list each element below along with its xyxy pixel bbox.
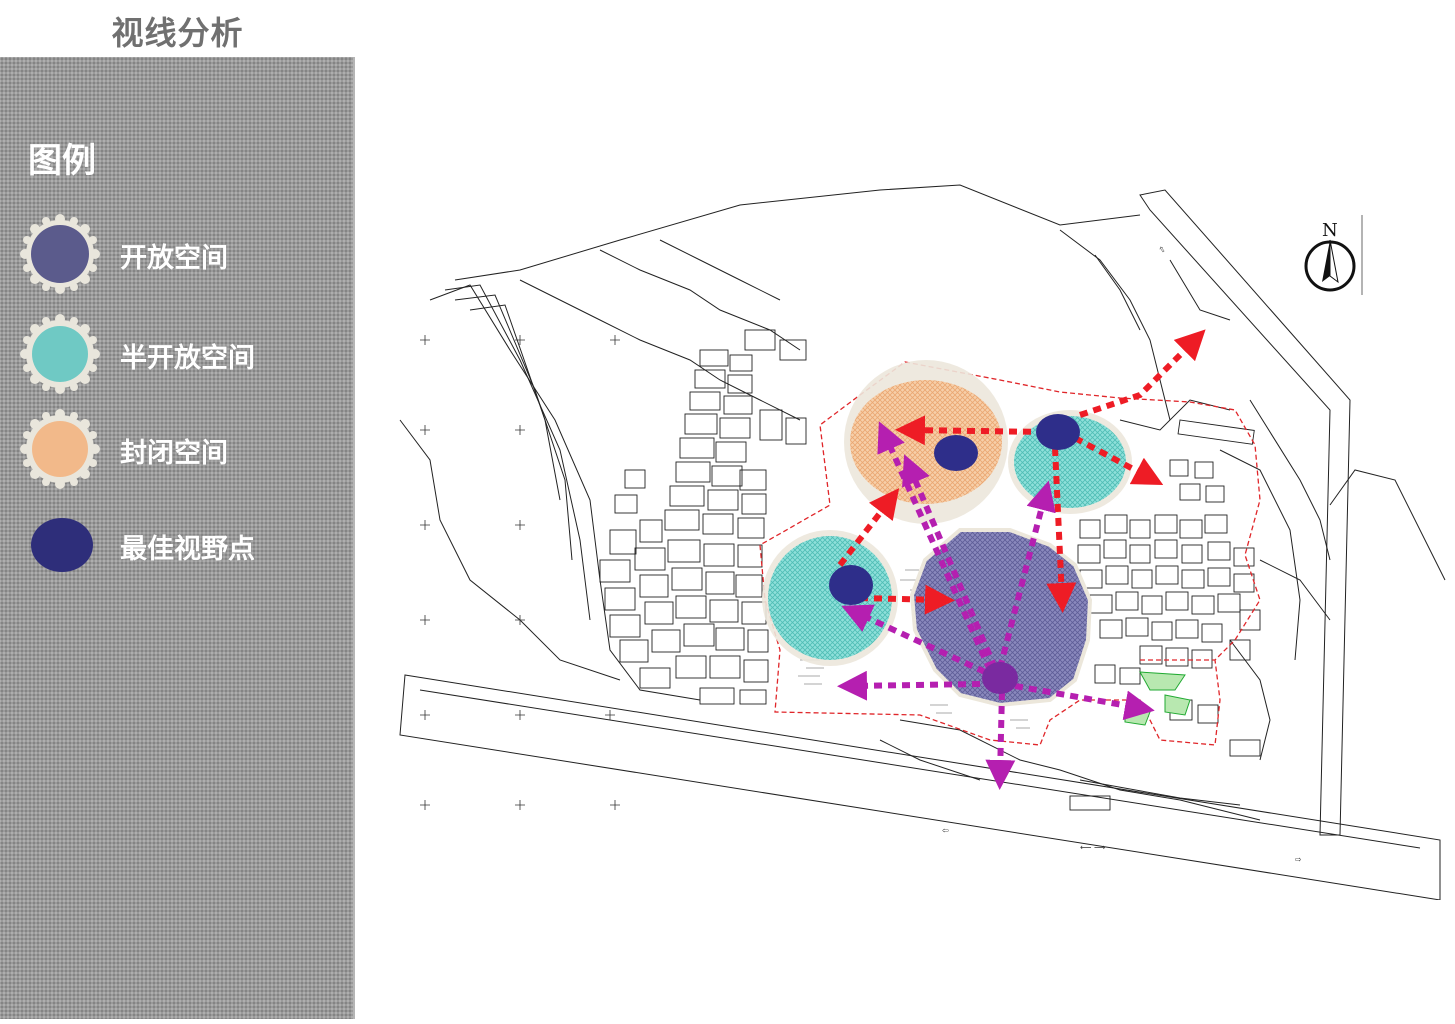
road-text-marks: ⟵ ⟶ ⇦ ⇨ ⇦: [942, 244, 1302, 864]
viewpoint-marker: [1036, 414, 1080, 450]
site-plan-map: ⟵ ⟶ ⇦ ⇨ ⇦: [399, 184, 1446, 900]
legend-label: 半开放空间: [120, 343, 255, 374]
north-arrow-icon: N: [1304, 215, 1363, 295]
secondary-sightlines: [837, 421, 1155, 790]
legend-item-semi-open-space: 半开放空间: [20, 314, 340, 394]
legend-label: 开放空间: [120, 243, 228, 274]
svg-text:⇨: ⇨: [1295, 855, 1302, 864]
legend-label: 封闭空间: [120, 438, 228, 469]
closed-space-zone: [844, 360, 1008, 524]
viewpoint-marker: [934, 435, 978, 471]
svg-text:⇦: ⇦: [942, 826, 949, 835]
legend-item-closed-space: 封闭空间: [20, 409, 340, 489]
legend-item-best-viewpoint: 最佳视野点: [20, 505, 340, 585]
viewpoint-marker: [829, 565, 873, 605]
green-patches: [1124, 671, 1191, 726]
open-space-icon: [20, 214, 100, 294]
semi-open-space-icon: [20, 314, 100, 394]
legend-label: 最佳视野点: [120, 534, 255, 565]
best-viewpoints: [829, 414, 1080, 694]
best-viewpoint-icon: [31, 518, 93, 572]
closed-space-icon: [20, 409, 100, 489]
svg-text:⟵ ⟶: ⟵ ⟶: [1080, 843, 1106, 852]
building-blocks: [599, 329, 807, 705]
svg-text:⇦: ⇦: [1156, 244, 1167, 255]
base-linework: [399, 184, 1446, 900]
page-title: 视线分析: [111, 14, 244, 52]
legend-item-open-space: 开放空间: [20, 214, 340, 294]
north-label: N: [1322, 220, 1338, 241]
legend-heading: 图例: [28, 141, 96, 181]
survey-crosses: [420, 335, 620, 810]
primary-sightlines: [837, 329, 1206, 615]
legend-panel: 图例 开放空间 半开放空间: [0, 57, 355, 1019]
viewpoint-marker: [982, 662, 1018, 694]
